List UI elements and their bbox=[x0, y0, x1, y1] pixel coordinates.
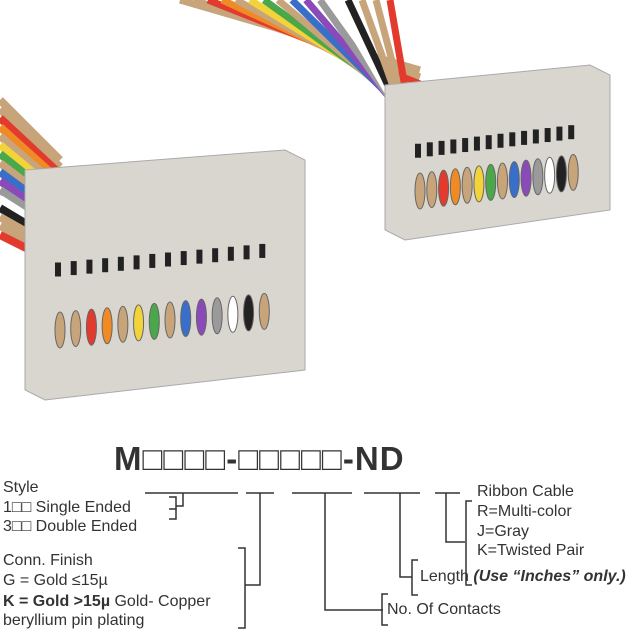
wire-end bbox=[227, 295, 239, 333]
contact-slot bbox=[165, 252, 171, 267]
wire-end bbox=[426, 171, 438, 209]
contact-slot bbox=[70, 261, 77, 276]
wire-end bbox=[508, 161, 520, 199]
cable-title: Ribbon Cable bbox=[477, 483, 574, 500]
wire-end bbox=[449, 168, 461, 206]
contacts-label: No. Of Contacts bbox=[387, 601, 501, 618]
wire-end bbox=[54, 311, 66, 349]
style-title: Style bbox=[3, 479, 39, 496]
contact-slot bbox=[450, 139, 457, 154]
cable-bracket bbox=[465, 500, 472, 586]
finish-option-k: K = Gold >15µ Gold- Copper bbox=[3, 594, 211, 610]
contact-slot bbox=[415, 143, 421, 158]
wire-end bbox=[243, 294, 255, 332]
wire-end bbox=[164, 301, 176, 339]
finish-option-k-line2: beryllium pin plating bbox=[3, 612, 145, 629]
contact-slot bbox=[117, 256, 124, 271]
wire-left bbox=[0, 97, 63, 163]
contact-slot bbox=[133, 255, 140, 270]
contact-slot bbox=[473, 136, 480, 151]
contact-slot bbox=[227, 246, 234, 261]
wire-end bbox=[438, 169, 450, 207]
style-option-double: 3□□ Double Ended bbox=[3, 518, 138, 535]
style-option-single: 1□□ Single Ended bbox=[3, 499, 131, 516]
cable-option-k: K=Twisted Pair bbox=[477, 542, 585, 559]
part-number-template: M□□□□-□□□□□-ND bbox=[114, 440, 405, 477]
contact-slot bbox=[259, 243, 266, 258]
wire-end bbox=[211, 297, 223, 335]
length-text: Length bbox=[420, 568, 474, 585]
contact-slot bbox=[86, 259, 93, 274]
contact-slot bbox=[180, 251, 187, 266]
cable-option-r: R=Multi-color bbox=[477, 503, 572, 520]
wire-end bbox=[414, 172, 426, 210]
wire-end bbox=[180, 300, 192, 338]
contact-slot bbox=[521, 130, 528, 145]
finish-k-rest: Gold- Copper bbox=[110, 593, 211, 610]
finish-bracket bbox=[238, 547, 246, 629]
wire-end bbox=[195, 298, 207, 336]
wire-end bbox=[133, 304, 145, 342]
wire-end bbox=[473, 165, 485, 203]
length-note: (Use “Inches” only.) bbox=[473, 568, 626, 585]
contact-slot bbox=[485, 135, 492, 150]
contact-slot bbox=[556, 126, 563, 141]
wire-end bbox=[70, 310, 82, 348]
finish-k-bold: K = Gold >15µ bbox=[3, 593, 111, 610]
contact-slot bbox=[462, 138, 469, 153]
finish-option-g: G = Gold ≤15µ bbox=[3, 572, 108, 589]
wire-end bbox=[485, 163, 497, 201]
cable-option-j: J=Gray bbox=[477, 523, 530, 540]
contact-slot bbox=[532, 129, 539, 144]
contacts-bracket bbox=[381, 593, 388, 626]
wire-end bbox=[497, 162, 508, 200]
wire-left bbox=[0, 115, 63, 177]
contact-slot bbox=[509, 132, 516, 147]
length-bracket bbox=[411, 559, 418, 596]
wire-end bbox=[544, 156, 556, 194]
contact-slot bbox=[102, 258, 109, 273]
finish-connector bbox=[245, 493, 261, 586]
contact-slot bbox=[243, 245, 250, 260]
contacts-connector bbox=[324, 493, 383, 611]
length-connector bbox=[399, 493, 412, 578]
length-label: Length (Use “Inches” only.) bbox=[420, 569, 626, 585]
wire-end bbox=[101, 307, 113, 345]
contact-slot bbox=[55, 262, 61, 277]
wire-end bbox=[520, 159, 532, 197]
contact-slot bbox=[497, 133, 504, 148]
wire-end bbox=[555, 155, 567, 193]
contact-slot bbox=[426, 142, 433, 157]
contact-slot bbox=[544, 128, 551, 143]
wire-left bbox=[0, 106, 63, 170]
ribbon-cable-illustration bbox=[0, 0, 611, 401]
wire-end bbox=[258, 292, 270, 330]
wire-end bbox=[461, 166, 473, 204]
finish-title: Conn. Finish bbox=[3, 552, 93, 569]
style-bracket bbox=[169, 508, 177, 520]
contact-slot bbox=[212, 248, 219, 263]
wire-end bbox=[85, 308, 97, 346]
wire-end bbox=[117, 305, 129, 343]
wire-end bbox=[532, 158, 544, 196]
wire-end bbox=[567, 153, 579, 191]
contact-slot bbox=[568, 125, 575, 140]
contact-slot bbox=[196, 249, 203, 264]
style-connector bbox=[176, 493, 184, 507]
contact-slot bbox=[438, 140, 445, 155]
contact-slot bbox=[149, 253, 156, 268]
wire-end bbox=[148, 302, 160, 340]
cable-connector bbox=[445, 493, 465, 543]
